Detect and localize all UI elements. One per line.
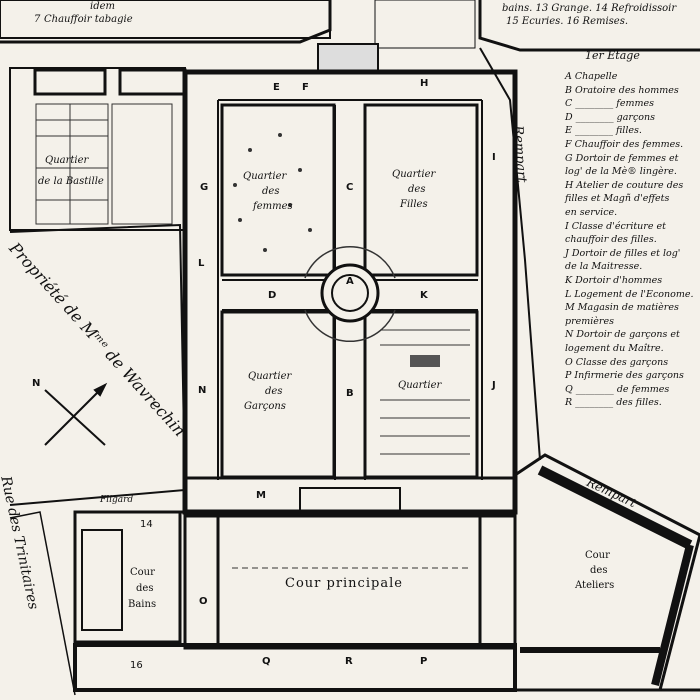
cour-bains-1: Cour <box>130 567 155 578</box>
legend-item: I Classe d'écriture et <box>565 220 666 232</box>
quartier-femmes-1: Quartier <box>243 171 287 182</box>
legend-item: M Magasin de matières <box>565 302 679 314</box>
cour-principale-label: Cour principale <box>285 576 403 591</box>
room-letter-m: M <box>256 490 266 501</box>
compass-rose-icon <box>44 382 108 446</box>
quartier-garcons-1: Quartier <box>248 371 292 382</box>
legend-item: log' de la Mè® lingère. <box>565 166 677 178</box>
legend-item: E ________ filles. <box>565 125 642 137</box>
legend-item: G Dortoir de femmes et <box>565 152 679 164</box>
legend-item: H Atelier de couture des <box>565 179 684 191</box>
quartier-bastille-label-1: Quartier <box>45 155 89 166</box>
legend-item: B Oratoire des hommes <box>565 84 679 96</box>
cour-bains-2: des <box>136 583 154 594</box>
quartier-filles-1: Quartier <box>392 169 436 180</box>
room-letter-f: F <box>302 82 309 93</box>
room-letter-o: O <box>199 596 208 607</box>
room-letter-a: A <box>346 276 354 287</box>
legend-title: 1er Etage <box>585 49 640 62</box>
legend-item: N Dortoir de garçons et <box>565 329 680 341</box>
quartier-garcons-2: des <box>265 386 283 397</box>
room-letter-c: C <box>346 182 354 193</box>
top-left-item-2: Chauffoir tabagie <box>44 14 133 25</box>
legend-item: R ________ des filles. <box>565 397 662 409</box>
legend-item: premières <box>565 315 614 327</box>
room-letter-r: R <box>345 656 353 667</box>
quartier-bastille-label-2: de la Bastille <box>38 176 104 187</box>
room-letter-e: E <box>273 82 280 93</box>
legend-item: A Chapelle <box>565 71 618 82</box>
room-letter-h: H <box>420 78 429 89</box>
legend-item: Q ________ de femmes <box>565 383 670 395</box>
room-letter-d: D <box>268 290 277 301</box>
legend-item: C ________ femmes <box>565 98 654 110</box>
legend-item: O Classe des garçons <box>565 356 669 368</box>
room-letter-q: Q <box>262 656 271 667</box>
legend-item: filles et Magñ d'effets <box>565 193 670 205</box>
compass-north-label: N <box>32 378 41 389</box>
legend-item: F Chauffoir des femmes. <box>565 139 684 150</box>
quartier-filles-3: Filles <box>400 199 428 210</box>
quartier-femmes-3: femmes <box>253 201 293 212</box>
room-number-16: 16 <box>130 660 143 671</box>
room-letter-p: P <box>420 656 428 667</box>
legend-item: P Infirmerie des garçons <box>565 370 684 382</box>
quartier-filles-2: des <box>408 184 426 195</box>
top-left-number: 7 <box>34 14 41 25</box>
legend-item: logement du Maître. <box>565 343 664 354</box>
cour-ateliers-3: Ateliers <box>575 580 615 591</box>
legend-item: L Logement de l'Econome. <box>565 288 694 300</box>
room-number-14: 14 <box>140 519 153 530</box>
top-right-line-2: 15 Ecuries. 16 Remises. <box>506 16 629 27</box>
fligard-label: Fligard <box>100 495 134 505</box>
cour-ateliers-1: Cour <box>585 550 610 561</box>
legend-item: K Dortoir d'hommes <box>565 275 663 286</box>
room-letter-g: G <box>200 182 209 193</box>
room-letter-j: J <box>492 380 496 391</box>
legend-item: chauffoir des filles. <box>565 234 657 246</box>
top-right-line-1: bains. 13 Grange. 14 Refroidissoir <box>502 3 677 14</box>
quartier-garcons-3: Garçons <box>244 401 286 412</box>
room-letter-n: N <box>198 385 207 396</box>
top-left-item-1: idem <box>90 1 115 12</box>
room-letter-k: K <box>420 290 428 301</box>
quartier-right-label: Quartier <box>398 380 442 391</box>
room-letter-l: L <box>198 258 205 269</box>
legend-item: D ________ garçons <box>565 111 655 123</box>
quartier-femmes-2: des <box>262 186 280 197</box>
legend-item: J Dortoir de filles et log' <box>565 247 681 259</box>
cour-ateliers-2: des <box>590 565 608 576</box>
cour-bains-3: Bains <box>128 599 157 610</box>
legend-item: en service. <box>565 207 618 218</box>
rempart-vertical-label: Rempart <box>510 124 529 184</box>
legend-item: de la Maitresse. <box>565 261 643 273</box>
room-letter-b: B <box>346 388 354 399</box>
room-letter-i: I <box>492 152 496 163</box>
